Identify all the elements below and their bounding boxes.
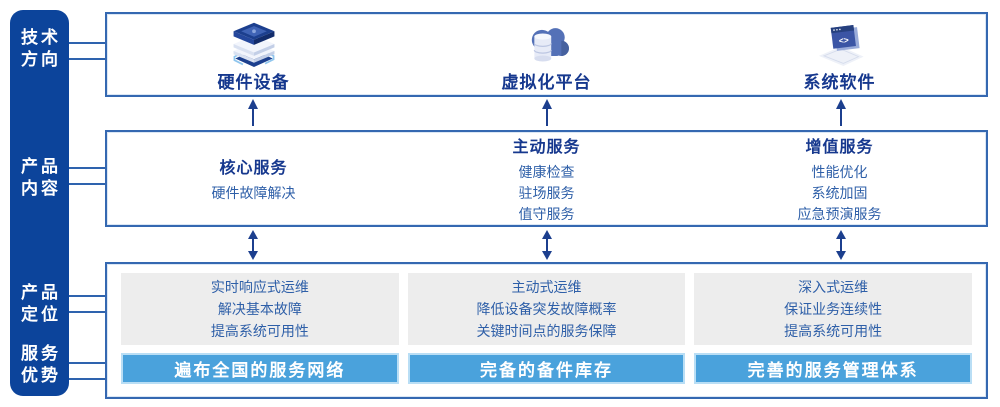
sidebar-label-line: 产品	[21, 157, 61, 176]
sidebar-label-line: 产品	[21, 283, 61, 302]
sidebar-label-line: 定位	[21, 305, 61, 324]
up-arrow-icon	[248, 99, 258, 126]
connector-line	[69, 378, 106, 380]
tech-direction-panel: 硬件设备	[105, 12, 988, 97]
svg-text:<>: <>	[838, 34, 849, 45]
up-arrow-icon	[836, 99, 846, 126]
code-window-icon: <>	[813, 19, 867, 67]
service-group-title: 核心服务	[219, 159, 288, 177]
up-arrow-icon	[542, 99, 552, 126]
double-arrow-icon	[836, 230, 846, 260]
connector-line	[69, 311, 106, 313]
positioning-line: 保证业务连续性	[784, 301, 883, 317]
advantage-bar: 遍布全国的服务网络	[121, 353, 399, 384]
service-item: 应急预演服务	[797, 205, 882, 222]
sidebar-label-line: 优势	[21, 366, 61, 385]
service-item: 系统加固	[811, 184, 868, 201]
service-group-title: 主动服务	[512, 138, 581, 156]
positioning-line: 提高系统可用性	[784, 323, 883, 339]
cloud-database-icon	[520, 19, 574, 67]
positioning-line: 提高系统可用性	[210, 323, 309, 339]
sidebar-label-line: 内容	[21, 179, 61, 198]
positioning-advantage-panel: 实时响应式运维 解决基本故障 提高系统可用性 遍布全国的服务网络 主动式运维 降…	[105, 262, 988, 399]
connector-line	[69, 362, 106, 364]
category-sidebar: 技术 方向 产品 内容 产品 定位 服务 优势	[10, 10, 69, 396]
service-item: 值守服务	[518, 205, 575, 222]
server-stack-icon	[226, 19, 282, 67]
tech-item-label: 虚拟化平台	[501, 72, 592, 92]
advantage-bar: 完善的服务管理体系	[694, 353, 972, 384]
advantage-bar: 完备的备件库存	[407, 353, 686, 384]
connector-line	[69, 183, 106, 185]
tech-item-virtualization: 虚拟化平台	[400, 14, 693, 95]
double-arrow-icon	[542, 230, 552, 260]
sidebar-item-tech-direction: 技术 方向	[10, 27, 69, 71]
connector-line	[69, 295, 106, 297]
positioning-card: 实时响应式运维 解决基本故障 提高系统可用性	[121, 273, 399, 345]
connector-line	[69, 58, 106, 60]
sidebar-item-product-positioning: 产品 定位	[10, 282, 69, 326]
sidebar-label-line: 技术	[21, 28, 61, 47]
sidebar-label-line: 服务	[21, 344, 61, 363]
tech-item-label: 硬件设备	[217, 72, 290, 92]
double-arrow-icon	[248, 230, 258, 260]
tech-item-system-software: <> 系统软件	[693, 14, 986, 95]
service-item: 健康检查	[518, 163, 575, 180]
sidebar-item-service-advantage: 服务 优势	[10, 343, 69, 387]
positioning-line: 解决基本故障	[217, 301, 302, 317]
sidebar-item-product-content: 产品 内容	[10, 156, 69, 200]
tech-item-label: 系统软件	[803, 72, 876, 92]
connector-line	[69, 42, 106, 44]
positioning-column-proactive: 主动式运维 降低设备突发故障概率 关键时间点的服务保障 完备的备件库存	[407, 273, 686, 397]
service-group-core: 核心服务 硬件故障解决	[107, 132, 400, 225]
connector-line	[69, 167, 106, 169]
positioning-card: 深入式运维 保证业务连续性 提高系统可用性	[694, 273, 972, 345]
service-group-value-added: 增值服务 性能优化 系统加固 应急预演服务	[693, 132, 986, 225]
service-item: 硬件故障解决	[211, 184, 296, 201]
positioning-line: 深入式运维	[798, 279, 869, 295]
positioning-column-realtime: 实时响应式运维 解决基本故障 提高系统可用性 遍布全国的服务网络	[121, 273, 399, 397]
positioning-line: 主动式运维	[511, 279, 582, 295]
product-content-panel: 核心服务 硬件故障解决 主动服务 健康检查 驻场服务 值守服务 增值服务 性能优…	[105, 130, 988, 227]
positioning-card: 主动式运维 降低设备突发故障概率 关键时间点的服务保障	[407, 273, 686, 345]
positioning-column-indepth: 深入式运维 保证业务连续性 提高系统可用性 完善的服务管理体系	[694, 273, 972, 397]
service-group-proactive: 主动服务 健康检查 驻场服务 值守服务	[400, 132, 693, 225]
positioning-line: 降低设备突发故障概率	[476, 301, 617, 317]
positioning-line: 实时响应式运维	[210, 279, 309, 295]
service-item: 性能优化	[811, 163, 868, 180]
sidebar-label-line: 方向	[21, 50, 61, 69]
positioning-line: 关键时间点的服务保障	[476, 323, 617, 339]
tech-item-hardware: 硬件设备	[107, 14, 400, 95]
service-item: 驻场服务	[518, 184, 575, 201]
service-group-title: 增值服务	[805, 138, 874, 156]
